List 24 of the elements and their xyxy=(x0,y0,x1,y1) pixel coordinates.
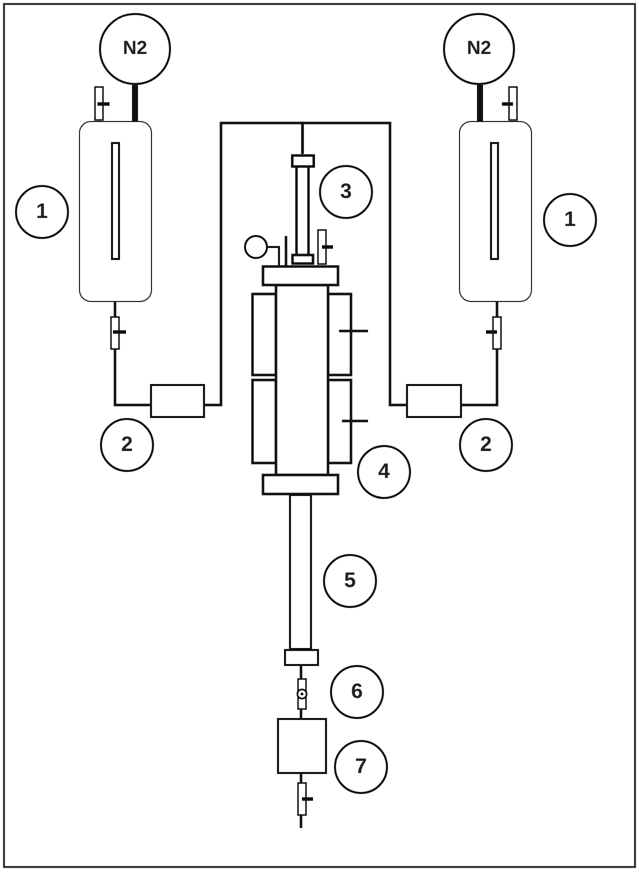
pipe-line xyxy=(205,122,304,406)
reactor-drawing xyxy=(251,265,369,496)
inline-unit xyxy=(150,384,205,418)
callout-number: 2 xyxy=(459,418,513,472)
gas-supply-node: N2 xyxy=(443,13,515,85)
pipe-line xyxy=(477,85,483,121)
callout-number: 5 xyxy=(323,554,377,608)
callout-number: 3 xyxy=(319,165,373,219)
storage-vessel xyxy=(79,121,152,302)
callout-number: 2 xyxy=(100,418,154,472)
column-drawing xyxy=(291,154,315,265)
end-cap xyxy=(284,649,319,666)
pipe-line xyxy=(301,122,406,406)
callout-number: 6 xyxy=(330,665,384,719)
pipe-line xyxy=(132,85,138,121)
tube xyxy=(289,494,312,650)
storage-vessel xyxy=(459,121,532,302)
collector-unit xyxy=(277,718,327,774)
callout-number: 1 xyxy=(543,193,597,247)
inline-unit xyxy=(406,384,462,418)
callout-number: 1 xyxy=(15,185,69,239)
gas-supply-node: N2 xyxy=(99,13,171,85)
callout-number: 7 xyxy=(334,740,388,794)
callout-number: 4 xyxy=(357,445,411,499)
